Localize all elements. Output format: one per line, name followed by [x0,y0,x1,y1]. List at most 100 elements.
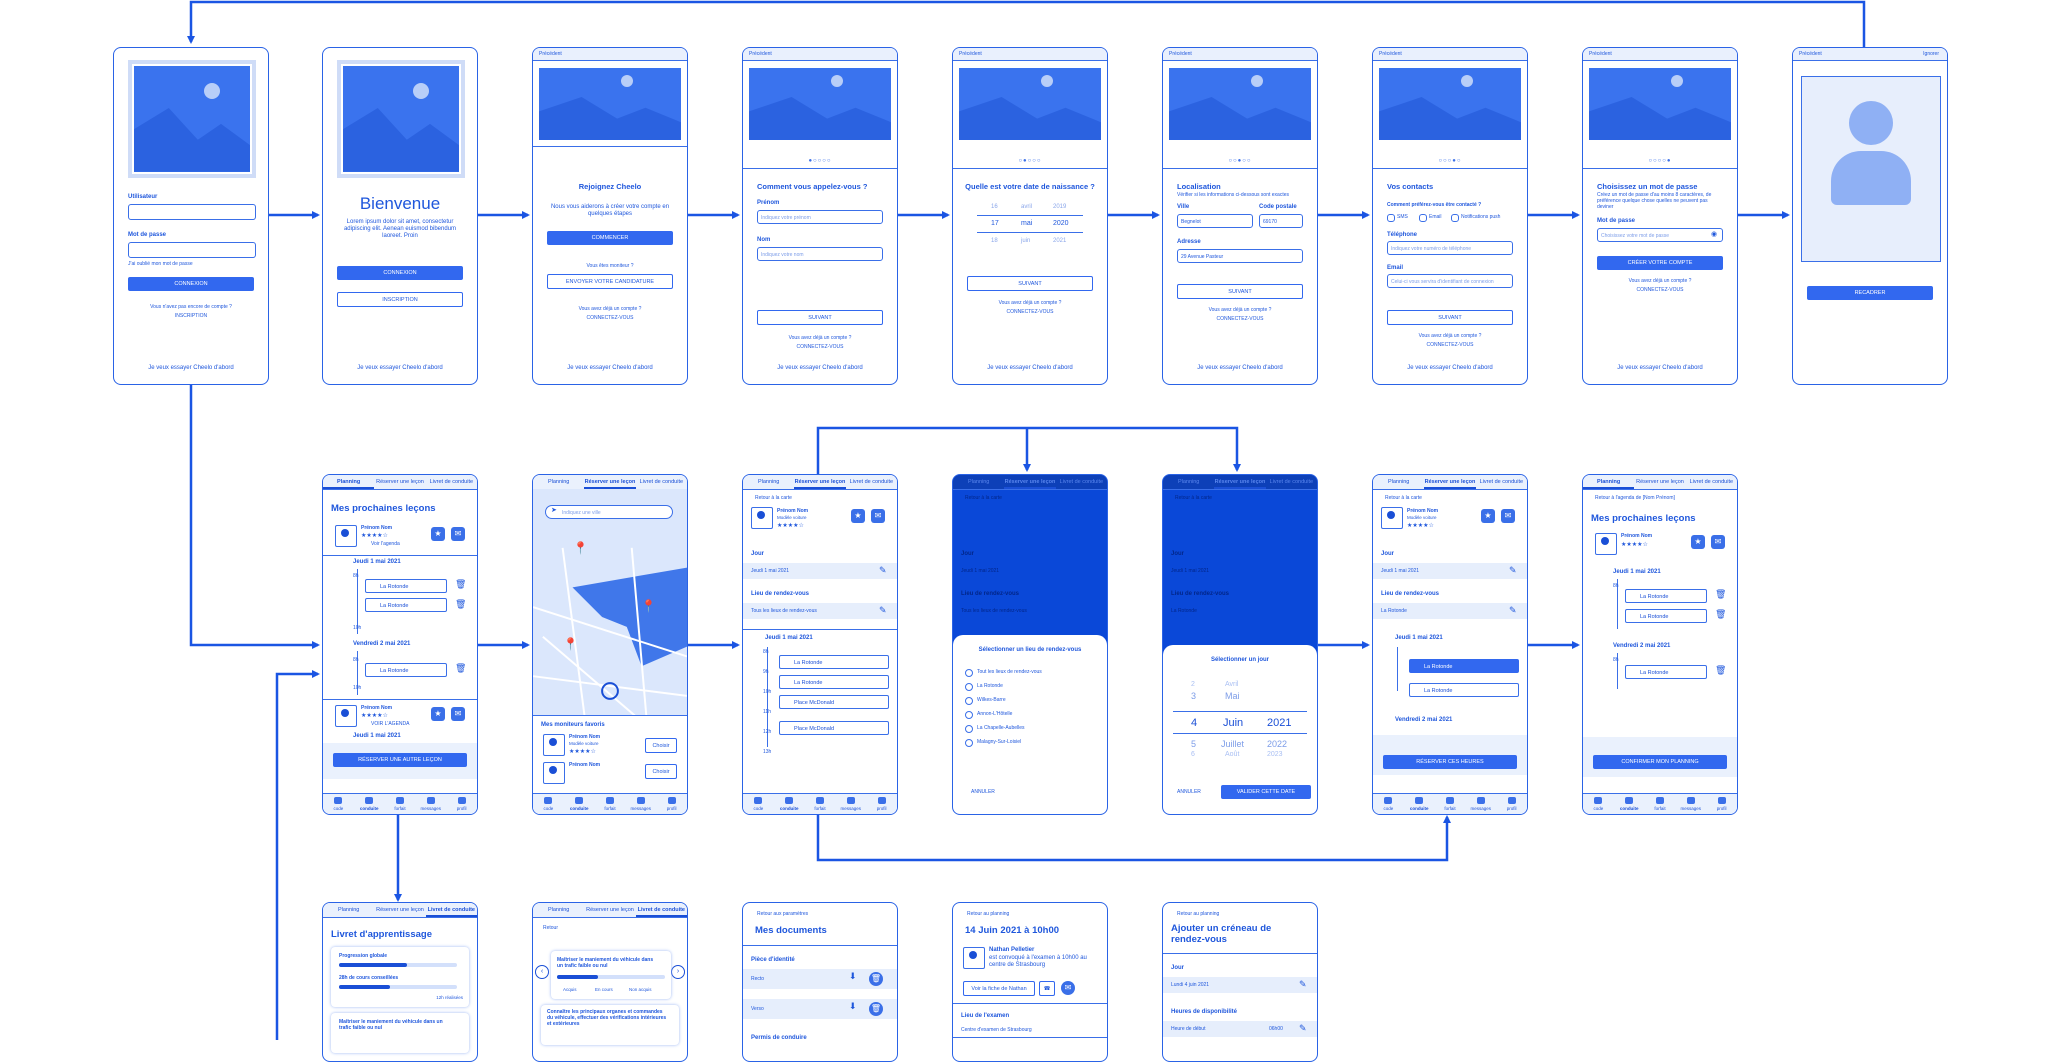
try-link[interactable]: Je veux essayer Cheelo d'abord [567,365,653,371]
back-planning-link[interactable]: Retour au planning [1177,911,1220,917]
create-account-button[interactable]: CRÉER VOTRE COMPTE [1597,256,1723,270]
trash-icon[interactable]: 🗑 [869,1002,883,1016]
star-icon[interactable]: ★ [431,527,445,541]
connect-link[interactable]: CONNECTEZ-VOUS [1216,316,1264,322]
nav-profil[interactable]: profil [1706,794,1737,814]
slot-chip[interactable]: La Rotonde [365,663,447,677]
tab-book[interactable]: Réserver une leçon [376,907,424,913]
reframe-button[interactable]: RECADRER [1807,286,1933,300]
trash-icon[interactable]: 🗑 [455,663,467,673]
recto-row[interactable] [743,969,897,989]
tab-book[interactable]: Réserver une leçon [1004,475,1056,489]
push-checkbox[interactable] [1451,214,1459,222]
back-link[interactable]: Précédent [1799,51,1822,57]
trash-icon[interactable]: 🗑 [455,579,467,589]
reserve-hours-button[interactable]: RÉSERVER CES HEURES [1383,755,1517,769]
signup-link[interactable]: INSCRIPTION [174,313,208,319]
try-link[interactable]: Je veux essayer Cheelo d'abord [1617,365,1703,371]
trash-icon[interactable]: 🗑 [455,599,467,609]
nav-profil[interactable]: profil [866,794,897,814]
see-sheet-button[interactable]: Voir la fiche de Nathan [963,981,1035,996]
tab-book[interactable]: Réserver une leçon [1424,475,1476,489]
edit-icon[interactable]: ✎ [1509,605,1517,615]
picker-month-0[interactable]: Avril [1225,681,1239,688]
back-link[interactable]: Précédent [959,51,982,57]
place-option[interactable]: Malagny-Sur-Loisiel [977,739,1022,745]
birth-month-2[interactable]: mai [1021,220,1033,227]
back-map-link[interactable]: Retour à la carte [965,495,1002,501]
edit-icon[interactable]: ✎ [1509,565,1517,575]
picker-day-2[interactable]: 4 [1191,717,1198,729]
tab-planning[interactable]: Planning [757,479,780,485]
password-field[interactable]: Choisissez votre mot de passe [1597,228,1723,242]
city-search-input[interactable]: Indiquez une ville [545,505,673,519]
tab-livret[interactable]: Livret de conduite [1689,479,1734,485]
trash-icon[interactable]: 🗑 [1715,665,1727,675]
try-link[interactable]: Je veux essayer Cheelo d'abord [777,365,863,371]
welcome-signup-button[interactable]: INSCRIPTION [337,292,463,307]
day-row[interactable] [1373,563,1527,579]
place-row[interactable] [743,603,897,619]
connect-link[interactable]: CONNECTEZ-VOUS [1426,342,1474,348]
tab-book[interactable]: Réserver une leçon [794,475,846,489]
slot-chip[interactable]: La Rotonde [365,598,447,612]
picker-month-4[interactable]: Août [1225,751,1240,758]
place-option[interactable]: Wilkes-Barre [977,697,1006,703]
picker-day-1[interactable]: 3 [1191,691,1197,701]
nav-forfait[interactable]: forfait [1645,794,1676,814]
chat-icon[interactable]: ✉ [1501,509,1515,523]
nav-forfait[interactable]: forfait [385,794,416,814]
back-agenda-link[interactable]: Retour à l'agenda de [Nom Prénom] [1595,495,1675,501]
birth-year-1[interactable]: 2019 [1053,204,1067,210]
picker-year-2[interactable]: 2021 [1267,717,1292,729]
email-checkbox[interactable] [1419,214,1427,222]
trash-icon[interactable]: 🗑 [869,972,883,986]
try-link[interactable]: Je veux essayer Cheelo d'abord [148,365,234,371]
place-option[interactable]: Annon-L'Hôtelle [977,711,1013,717]
tab-planning[interactable]: Planning [547,479,570,485]
chat-icon[interactable]: ✉ [871,509,885,523]
tab-planning[interactable]: Planning [323,475,375,489]
chevron-right-icon[interactable]: › [671,965,685,979]
place-radio[interactable] [965,669,973,677]
choose-button[interactable]: Choisir [645,764,677,779]
back-map-link[interactable]: Retour à la carte [1175,495,1212,501]
tab-livret[interactable]: Livret de conduite [1059,479,1104,485]
map-pin-icon[interactable]: 📍 [641,599,656,613]
picker-year-3[interactable]: 2022 [1267,739,1288,749]
start-row[interactable] [1163,1021,1317,1037]
picker-day-3[interactable]: 5 [1191,739,1197,749]
chevron-left-icon[interactable]: ‹ [535,965,549,979]
chat-icon[interactable]: ✉ [451,707,465,721]
place-radio[interactable] [965,739,973,747]
edit-icon[interactable]: ✎ [1299,1023,1307,1033]
place-radio[interactable] [965,711,973,719]
nav-forfait[interactable]: forfait [805,794,836,814]
nav-messages[interactable]: messages [1675,794,1706,814]
back-map-link[interactable]: Retour à la carte [1385,495,1422,501]
book-other-button[interactable]: RÉSERVER UNE AUTRE LEÇON [333,753,467,767]
connect-link[interactable]: CONNECTEZ-VOUS [796,344,844,350]
back-link[interactable]: Précédent [1589,51,1612,57]
day-row[interactable] [743,563,897,579]
tab-book[interactable]: Réserver une leçon [1214,475,1266,489]
try-link[interactable]: Je veux essayer Cheelo d'abord [1197,365,1283,371]
back-link[interactable]: Précédent [749,51,772,57]
nav-code[interactable]: code [323,794,354,814]
back-settings-link[interactable]: Retour aux paramètres [757,911,809,917]
location-arrow-icon[interactable]: ➤ [551,507,557,514]
tab-planning[interactable]: Planning [1387,479,1410,485]
map-pin-icon[interactable]: 📍 [573,541,588,555]
start-button[interactable]: COMMENCER [547,231,673,245]
tab-planning[interactable]: Planning [967,479,990,485]
validate-date-button[interactable]: VALIDER CETTE DATE [1221,785,1311,799]
picker-month-3[interactable]: Juillet [1221,739,1245,749]
tab-planning[interactable]: Planning [1583,475,1635,489]
nav-profil[interactable]: profil [656,794,687,814]
tab-book[interactable]: Réserver une leçon [584,475,636,489]
place-radio[interactable] [965,725,973,733]
nav-conduite[interactable]: conduite [1614,794,1645,814]
eye-icon[interactable]: ◉ [1711,231,1718,238]
city-field[interactable]: Begnelot [1177,214,1253,228]
star-icon[interactable]: ★ [431,707,445,721]
